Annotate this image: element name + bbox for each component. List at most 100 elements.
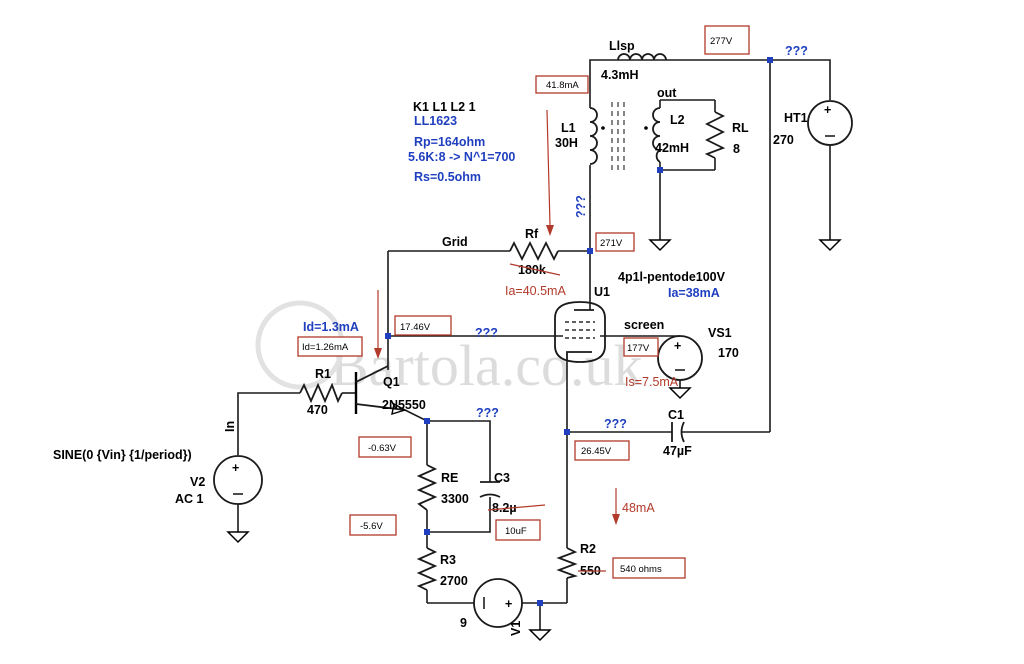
r3-value: 2700 (440, 574, 468, 588)
transformer-header: K1 L1 L2 1 (413, 100, 476, 114)
r1-resistor[interactable] (299, 382, 343, 404)
q1-model: 2N5550 (382, 398, 426, 412)
llsp-name: Llsp (609, 39, 635, 53)
grid-label: Grid (442, 235, 468, 249)
out-label: out (657, 86, 677, 100)
junction-dots (385, 57, 773, 606)
r1-name: R1 (315, 367, 331, 381)
ht1-name: HT1 (784, 111, 808, 125)
measurement-l1-current: 41.8mA (535, 75, 589, 94)
r1-value: 470 (307, 403, 328, 417)
vs1-name: VS1 (708, 326, 732, 340)
measurement-cathode-voltage: 26.45V (574, 440, 630, 461)
rf-resistor[interactable] (509, 240, 559, 262)
c1-value: 47µF (663, 444, 692, 458)
l1-name: L1 (561, 121, 576, 135)
cathode-current-annotation: 48mA (622, 501, 655, 515)
q1-transistor[interactable] (354, 365, 407, 416)
ground-symbols (226, 239, 842, 642)
u1-name: U1 (594, 285, 610, 299)
v1-value: 9 (460, 616, 467, 630)
svg-text:540 ohms: 540 ohms (620, 564, 662, 575)
llsp-value: 4.3mH (601, 68, 639, 82)
ia-u1-annotation: Ia=38mA (668, 286, 720, 300)
u1-pentode-tube[interactable] (554, 301, 606, 363)
svg-text:-5.6V: -5.6V (360, 521, 383, 532)
svg-text:41.8mA: 41.8mA (546, 80, 579, 91)
ht1-value: 270 (773, 133, 794, 147)
rf-name: Rf (525, 227, 539, 241)
c1-name: C1 (668, 408, 684, 422)
vs1-voltage-source[interactable]: + (657, 335, 703, 381)
measurement-screen-voltage: 177V (623, 337, 659, 357)
transformer-rs: Rs=0.5ohm (414, 170, 481, 184)
rl-name: RL (732, 121, 749, 135)
svg-text:+: + (674, 339, 681, 353)
watermark: Bartola.co.uk (330, 333, 642, 398)
c3-capacitor[interactable] (479, 481, 501, 498)
wires (237, 59, 831, 630)
l1-value: 30H (555, 136, 578, 150)
svg-text:+: + (505, 597, 512, 611)
q1-name: Q1 (383, 375, 400, 389)
svg-text:177V: 177V (627, 343, 650, 354)
r2-name: R2 (580, 542, 596, 556)
l2-value: 42mH (655, 141, 689, 155)
llsp-inductor[interactable] (617, 53, 667, 61)
current-arrows (374, 109, 620, 525)
unknown-plate: ??? (574, 195, 588, 218)
measurement-emitter-voltage: -0.63V (358, 436, 412, 458)
c3-value-strike (487, 504, 546, 511)
rf-value-strike (509, 263, 561, 276)
output-transformer[interactable] (589, 102, 664, 172)
svg-text:+: + (232, 461, 239, 475)
v1-voltage-source[interactable]: + (473, 578, 523, 628)
unknown-ht: ??? (785, 44, 808, 58)
unknown-emitter: ??? (476, 406, 499, 420)
ht1-voltage-source[interactable]: + (807, 100, 853, 146)
measurement-re-bottom-voltage: -5.6V (349, 514, 397, 536)
measurement-id: Id=1.26mA (297, 336, 363, 357)
v2-ac: AC 1 (175, 492, 204, 506)
re-resistor[interactable] (416, 464, 438, 511)
svg-text:17.46V: 17.46V (400, 322, 431, 333)
unknown-cathode: ??? (604, 417, 627, 431)
u1-model: 4p1l-pentode100V (618, 270, 726, 284)
measurement-c3: 10uF (495, 519, 541, 541)
rl-value: 8 (733, 142, 740, 156)
unknown-grid: ??? (475, 326, 498, 340)
screen-label: screen (624, 318, 664, 332)
in-label: In (223, 421, 237, 432)
measurement-r2: 540 ohms (612, 557, 686, 579)
rl-resistor[interactable] (704, 111, 726, 159)
v1-name: V1 (509, 621, 523, 636)
ia-rf-annotation: Ia=40.5mA (505, 284, 566, 298)
svg-text:-0.63V: -0.63V (368, 443, 397, 454)
measurement-ht-voltage: 277V (704, 25, 750, 55)
c3-name: C3 (494, 471, 510, 485)
v2-signal-source[interactable]: + (213, 455, 263, 505)
c1-capacitor[interactable] (671, 421, 685, 443)
measurement-plate-voltage: 271V (595, 232, 635, 252)
v2-source-spec: SINE(0 {Vin} {1/period}) (53, 448, 192, 462)
l2-name: L2 (670, 113, 685, 127)
id-q1-annotation: Id=1.3mA (303, 320, 359, 334)
transformer-rp: Rp=164ohm (414, 135, 485, 149)
svg-text:+: + (824, 103, 831, 117)
svg-text:Id=1.26mA: Id=1.26mA (302, 342, 349, 353)
re-value: 3300 (441, 492, 469, 506)
is-screen-annotation: Is=7.5mA (625, 375, 679, 389)
svg-text:26.45V: 26.45V (581, 446, 612, 457)
v2-name: V2 (190, 475, 205, 489)
r3-resistor[interactable] (416, 547, 438, 591)
measurement-grid-voltage: 17.46V (394, 315, 452, 336)
svg-text:277V: 277V (710, 36, 733, 47)
transformer-ratio: 5.6K:8 -> N^1=700 (408, 150, 515, 164)
vs1-value: 170 (718, 346, 739, 360)
re-name: RE (441, 471, 458, 485)
svg-text:271V: 271V (600, 238, 623, 249)
r2-resistor[interactable] (556, 547, 579, 579)
svg-text:10uF: 10uF (505, 526, 527, 537)
rf-value: 180k (518, 263, 546, 277)
